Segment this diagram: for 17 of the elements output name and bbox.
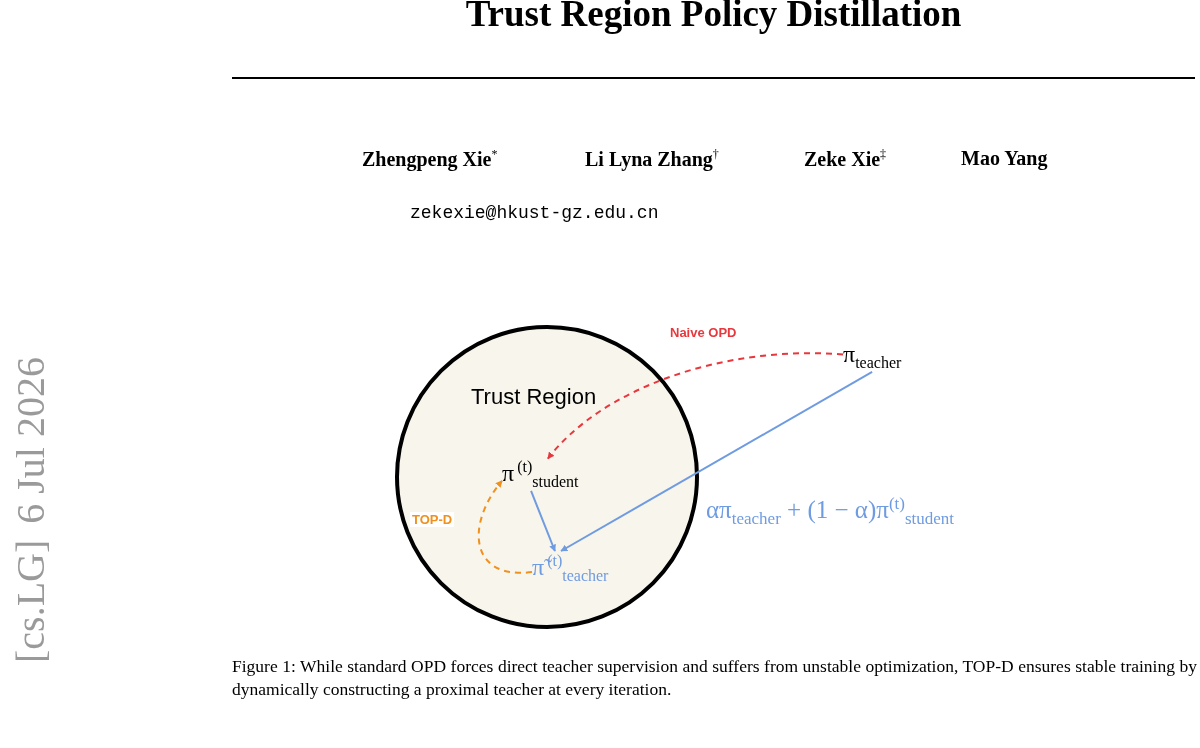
email-address: zekexie@hkust-gz.edu.cn — [410, 203, 659, 223]
author-name: Li Lyna Zhang$^{†}$ — [585, 147, 719, 171]
author-name: Zeke Xie$^{‡}$ — [804, 147, 887, 171]
edge-label: Naive OPD — [668, 325, 739, 340]
region-title: Trust Region — [471, 384, 597, 410]
arrow — [560, 371, 874, 552]
author-name: Zhengpeng Xie$^{*}$ — [362, 147, 498, 171]
edge-label: TOP-D — [410, 512, 455, 527]
paper-title: Trust Region Policy Distillation — [464, 0, 963, 36]
arrow — [530, 490, 556, 552]
author-name: Mao Yang — [961, 147, 1048, 170]
arrow — [546, 352, 844, 460]
arxiv-stamp-text: 6 Jul 2026 — [6, 357, 54, 524]
figure-caption: Figure 1: While standard OPD forces direct teacher supervision and suffers from unstable optimization, TOP-D ensures stable training by dynamically constructing a proximal teacher at every iteration. — [232, 655, 1197, 701]
policy-symbol: π$_{teacher}$ — [843, 340, 902, 372]
arxiv-stamp-text: [cs.LG] — [6, 539, 54, 663]
arrow — [477, 479, 533, 574]
